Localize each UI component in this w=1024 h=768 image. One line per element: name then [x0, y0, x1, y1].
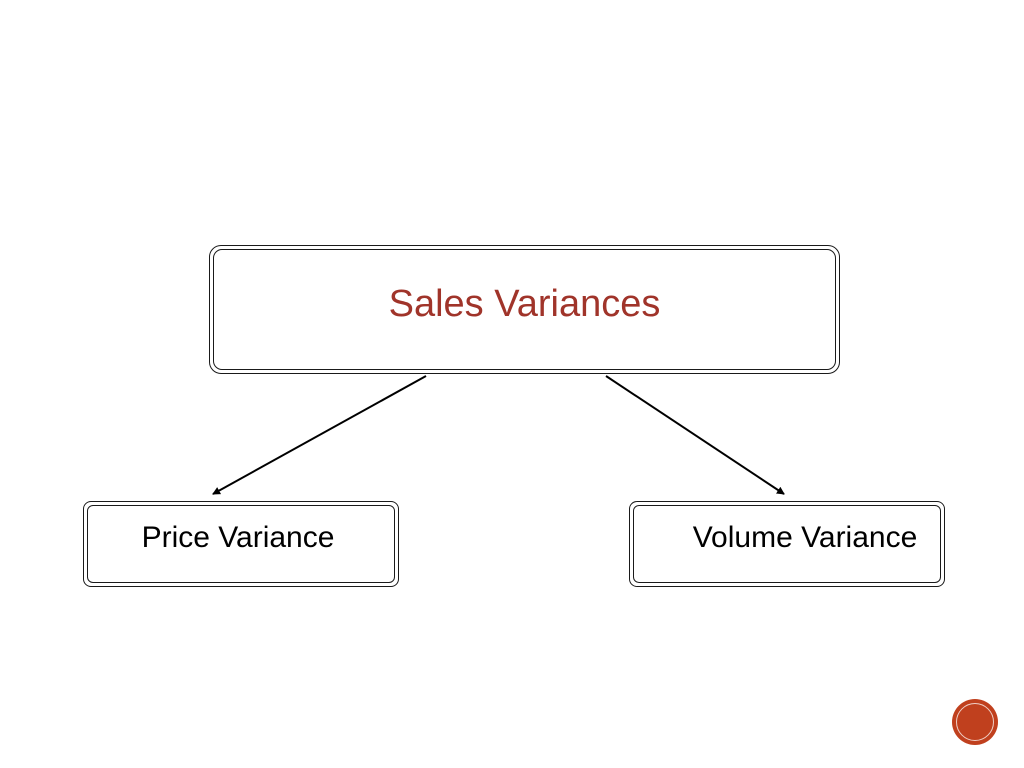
child-node-price-variance: Price Variance	[83, 501, 399, 587]
arrow-to-volume-variance	[605, 375, 785, 495]
volume-variance-label: Volume Variance	[692, 521, 918, 554]
arrow-to-price-variance	[212, 375, 427, 495]
child-node-volume-variance: Volume Variance	[629, 501, 945, 587]
price-variance-label: Price Variance	[141, 521, 335, 554]
root-node-sales-variances: Sales Variances	[209, 245, 840, 374]
circle-badge-icon	[952, 699, 998, 745]
root-node-label: Sales Variances	[388, 283, 661, 325]
